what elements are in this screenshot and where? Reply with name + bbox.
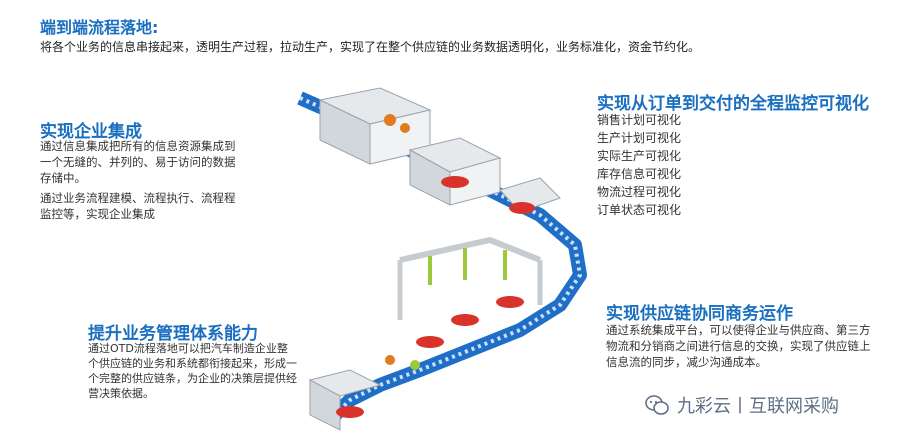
monitoring-item: 订单状态可视化 <box>597 203 682 217</box>
robot-arm-icon <box>410 360 420 370</box>
business-mgmt-text: 通过OTD流程落地可以把汽车制造企业整个供应链的业务和系统都衔接起来，形成一个完… <box>88 342 297 400</box>
enterprise-integration-para2: 通过业务流程建模、流程执行、流程程监控等，实现企业集成 <box>40 191 236 221</box>
supply-chain-text: 通过系统集成平台，可以使得企业与供应商、第三方物流和分销商之间进行信息的交换，实… <box>606 323 871 369</box>
intro-text: 将各个业务的信息串接起来，透明生产过程，拉动生产，实现了在整个供应链的业务数据透… <box>40 40 701 54</box>
intro-title: 端到端流程落地: <box>40 18 159 37</box>
monitoring-item: 物流过程可视化 <box>597 185 682 199</box>
car-icon <box>509 202 535 214</box>
monitoring-item: 库存信息可视化 <box>597 167 682 181</box>
monitoring-title: 实现从订单到交付的全程监控可视化 <box>597 94 869 114</box>
final-station <box>308 355 420 431</box>
paint-booth <box>408 137 502 206</box>
car-icon <box>441 176 469 188</box>
monitoring-item: 生产计划可视化 <box>597 131 682 145</box>
monitoring-item: 销售计划可视化 <box>597 113 682 127</box>
watermark: 九彩云丨互联网采购 <box>645 392 839 418</box>
inspection-arch <box>499 177 561 214</box>
robot-arm-icon <box>384 114 396 126</box>
enterprise-integration-title: 实现企业集成 <box>40 122 142 142</box>
assembly-gantry <box>397 236 543 348</box>
car-icon <box>451 314 479 326</box>
monitoring-list: 销售计划可视化 生产计划可视化 实际生产可视化 库存信息可视化 物流过程可视化 … <box>597 111 681 219</box>
watermark-text: 九彩云丨互联网采购 <box>677 396 839 417</box>
wechat-icon <box>645 395 669 415</box>
monitoring-item: 实际生产可视化 <box>597 149 682 163</box>
robot-arm-icon <box>400 123 410 133</box>
car-icon <box>496 296 524 308</box>
car-icon <box>416 336 444 348</box>
supply-chain-title: 实现供应链协同商务运作 <box>606 304 793 324</box>
robot-arm-icon <box>385 355 395 365</box>
business-mgmt-title: 提升业务管理体系能力 <box>88 324 258 344</box>
enterprise-integration-para1: 通过信息集成把所有的信息资源集成到一个无缝的、并列的、易于访问的数据存储中。 <box>40 139 236 185</box>
car-icon <box>336 406 364 418</box>
factory-illustration <box>297 87 587 431</box>
